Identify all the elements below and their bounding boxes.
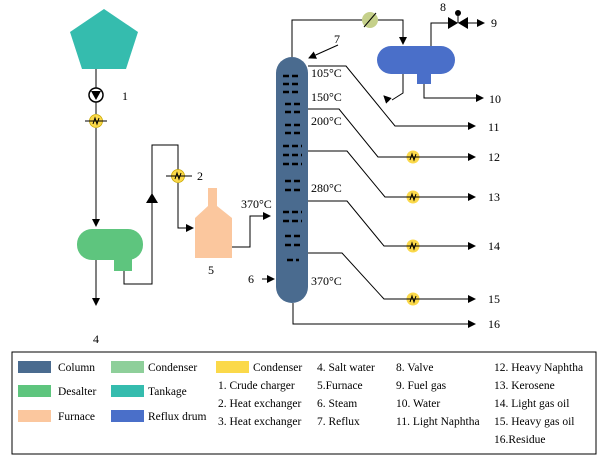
stream-number-12: 12 xyxy=(488,150,500,164)
legend-swatch-reflux-drum xyxy=(111,410,144,422)
legend-item-11: 11. Light Naphtha xyxy=(396,416,480,428)
pipe-to-reflux-drum xyxy=(378,19,407,45)
pump-arrow-icon xyxy=(91,91,101,100)
pipe-desalter-to-exchanger-2 xyxy=(123,144,179,285)
legend-swatch-furnace xyxy=(18,410,51,422)
stream-number-9: 9 xyxy=(491,16,497,30)
legend-label-column: Column xyxy=(58,362,95,374)
stream-number-5: 5 xyxy=(208,263,214,277)
pipe-reflux-into-column xyxy=(308,44,339,59)
stream-number-16: 16 xyxy=(488,317,500,331)
pipe-reflux xyxy=(391,74,404,101)
pipe-overhead-vapor xyxy=(291,19,366,57)
distillation-column xyxy=(276,57,308,303)
flow-arrow-up-icon xyxy=(146,193,158,203)
temp-370-bottom: 370°C xyxy=(311,274,342,288)
legend-box xyxy=(11,351,597,455)
pipe-heavy-gas-oil xyxy=(308,252,407,300)
legend-item-16: 16.Residue xyxy=(494,434,545,446)
stream-number-4: 4 xyxy=(93,332,99,346)
legend-swatch-condenser-yellow xyxy=(216,361,249,373)
legend-item-14: 14. Light gas oil xyxy=(494,398,569,410)
pipe-light-gas-oil xyxy=(308,200,407,247)
legend-item-9: 9. Fuel gas xyxy=(396,380,447,392)
temp-150: 150°C xyxy=(311,90,342,104)
pipe-residue xyxy=(292,303,476,328)
pipe-light-naphtha xyxy=(308,65,476,130)
stream-number-11: 11 xyxy=(488,120,500,134)
stream-number-15: 15 xyxy=(488,292,500,306)
legend-label-condenser-yellow: Condenser xyxy=(253,362,302,374)
legend-swatch-column xyxy=(18,361,51,373)
furnace-vessel xyxy=(195,188,232,258)
legend-item-1: 1. Crude charger xyxy=(218,380,295,392)
tankage-pentagon xyxy=(70,9,138,69)
temp-200: 200°C xyxy=(311,114,342,128)
pipe-exchanger-2-to-furnace xyxy=(177,183,194,232)
pipe-fuel-gas xyxy=(430,22,448,46)
stream-number-7: 7 xyxy=(334,32,340,46)
desalter-vessel xyxy=(77,229,143,260)
legend-swatch-desalter xyxy=(18,385,51,397)
valve-icon xyxy=(448,17,458,29)
stream-number-8: 8 xyxy=(440,0,446,14)
overhead-condenser-slash xyxy=(363,12,377,28)
reflux-drum xyxy=(377,46,455,74)
legend-item-2: 2. Heat exchanger xyxy=(218,398,302,410)
pipe-furnace-to-column xyxy=(232,212,271,248)
heat-exchanger-2-zigzag xyxy=(174,171,182,181)
reflux-drum-boot xyxy=(417,72,431,84)
stream-number-13: 13 xyxy=(488,190,500,204)
temp-furnace-outlet: 370°C xyxy=(241,197,272,211)
valve-actuator-icon xyxy=(455,10,461,16)
legend-label-reflux-drum: Reflux drum xyxy=(148,411,207,423)
pipe-reflux-arrow xyxy=(383,95,392,104)
legend-item-6: 6. Steam xyxy=(317,398,357,410)
desalter-boot xyxy=(114,258,132,271)
legend-item-13: 13. Kerosene xyxy=(494,380,555,392)
legend-item-10: 10. Water xyxy=(396,398,440,410)
legend-item-5: 5.Furnace xyxy=(317,380,363,392)
stream-number-14: 14 xyxy=(488,239,500,253)
valve-icon-right xyxy=(458,17,468,29)
heat-exchanger-1-zigzag xyxy=(92,116,100,126)
stream-number-2: 2 xyxy=(197,169,203,183)
pipe-heavy-naphtha xyxy=(308,108,407,158)
legend-item-12: 12. Heavy Naphtha xyxy=(494,362,583,374)
pipe-water xyxy=(423,84,484,102)
legend-label-desalter: Desalter xyxy=(58,386,96,398)
legend-item-4: 4. Salt water xyxy=(317,362,375,374)
stream-number-1: 1 xyxy=(122,89,128,103)
stream-number-6: 6 xyxy=(248,272,254,286)
pipe-kerosene xyxy=(308,150,407,198)
legend-label-furnace: Furnace xyxy=(58,411,95,423)
temp-280: 280°C xyxy=(311,181,342,195)
legend-label-condenser-green: Condenser xyxy=(148,362,197,374)
legend-item-7: 7. Reflux xyxy=(317,416,360,428)
legend-item-15: 15. Heavy gas oil xyxy=(494,416,574,428)
temp-105: 105°C xyxy=(311,66,342,80)
legend-item-3: 3. Heat exchanger xyxy=(218,416,302,428)
legend-swatch-condenser-green xyxy=(111,361,144,373)
legend-label-tankage: Tankage xyxy=(148,386,187,398)
column-trays xyxy=(283,74,302,262)
legend-swatch-tankage xyxy=(111,385,144,397)
legend-item-8: 8. Valve xyxy=(396,362,433,374)
stream-number-10: 10 xyxy=(489,92,501,106)
